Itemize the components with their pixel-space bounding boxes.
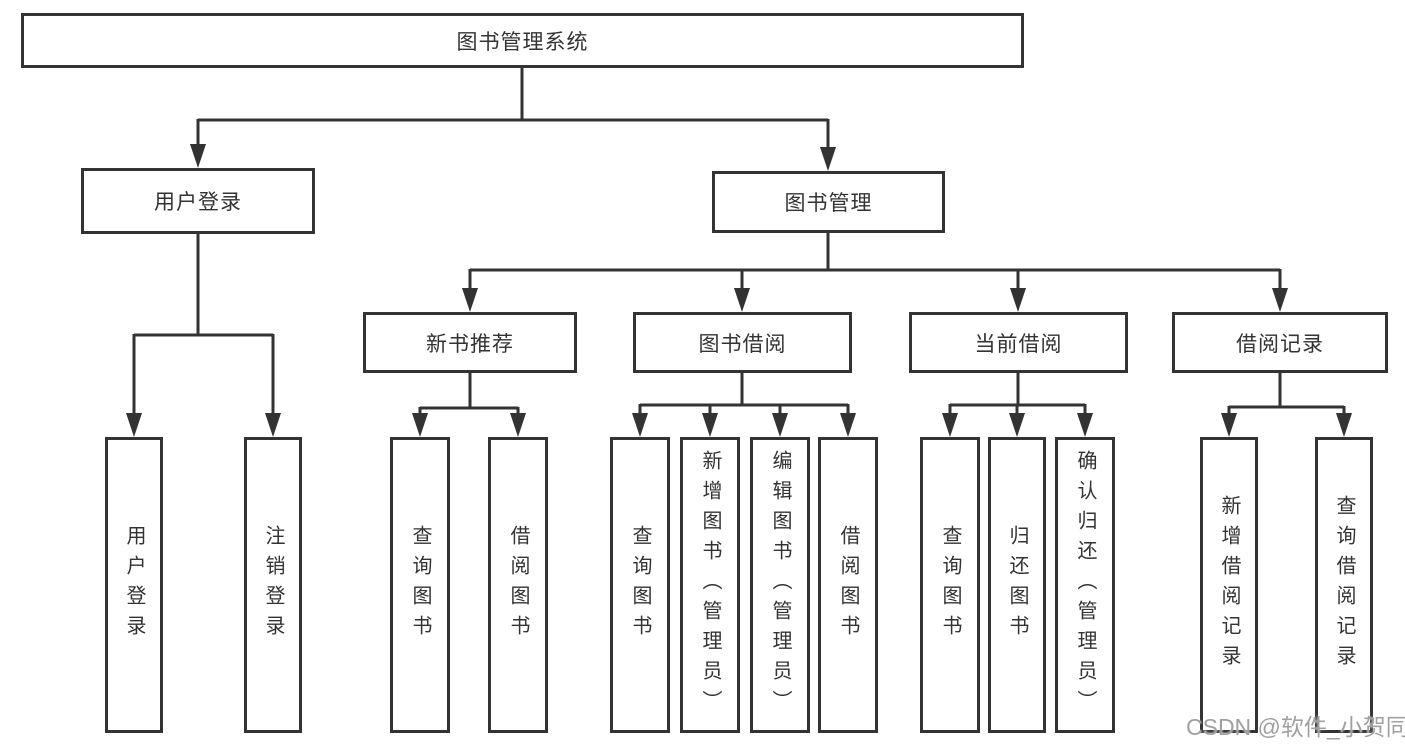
node-borrowing-records: 借阅记录: [1172, 312, 1388, 373]
leaf-add-borrow-record: 新增借阅记录: [1200, 437, 1258, 733]
node-current-borrowing: 当前借阅: [909, 312, 1128, 373]
leaf-borrow-books-recommend: 借阅图书: [488, 437, 548, 733]
leaf-query-books-borrowing: 查询图书: [610, 437, 670, 733]
arrowheads: [126, 144, 1352, 437]
node-book-management-branch: 图书管理: [712, 171, 945, 233]
leaf-add-books-admin: 新增图书（管理员）: [680, 437, 740, 733]
csdn-watermark: CSDN @软件_小贺同学: [1186, 714, 1405, 740]
leaf-edit-books-admin: 编辑图书（管理员）: [750, 437, 810, 733]
leaf-borrow-books-borrowing: 借阅图书: [818, 437, 878, 733]
leaf-return-books: 归还图书: [988, 437, 1046, 733]
leaf-confirm-return-admin: 确认归还（管理员）: [1055, 437, 1115, 733]
leaf-query-books-recommend: 查询图书: [390, 437, 450, 733]
node-book-borrowing: 图书借阅: [633, 312, 852, 373]
leaf-user-login: 用户登录: [105, 437, 163, 733]
leaf-query-books-current: 查询图书: [920, 437, 980, 733]
leaf-query-borrow-record: 查询借阅记录: [1315, 437, 1373, 733]
node-library-management-system: 图书管理系统: [21, 13, 1024, 68]
leaf-logout: 注销登录: [244, 437, 302, 733]
node-user-login-branch: 用户登录: [81, 168, 315, 234]
node-new-book-recommendation: 新书推荐: [363, 312, 577, 373]
